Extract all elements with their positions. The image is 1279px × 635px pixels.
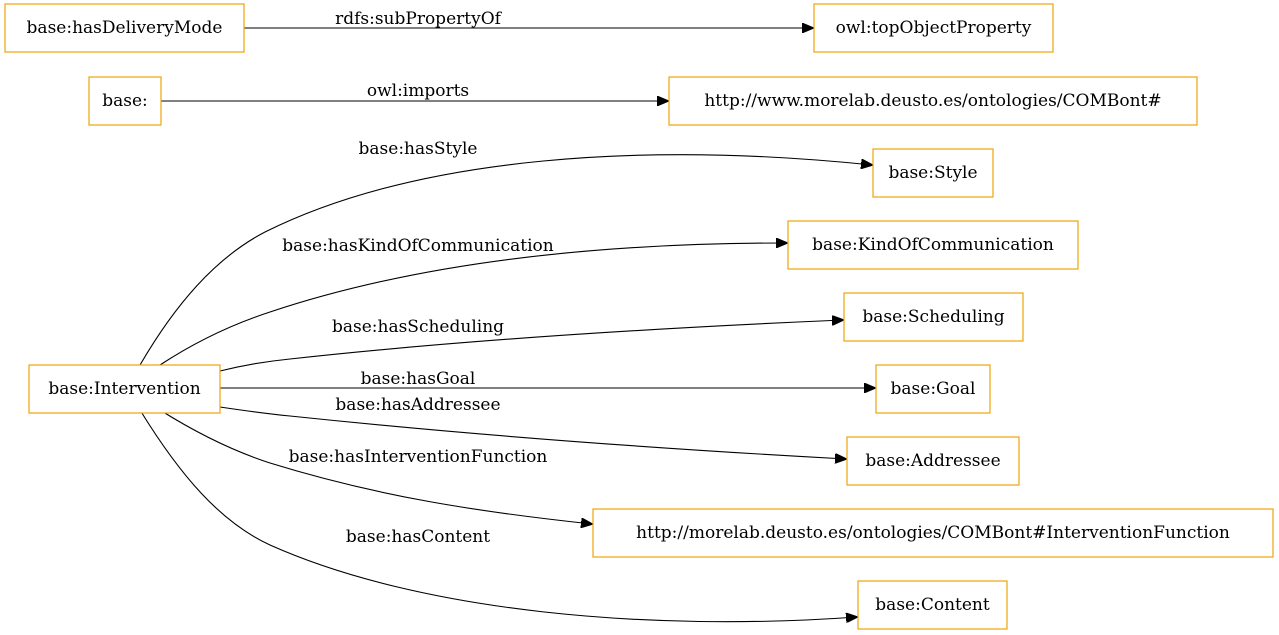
edge-label-has-goal: base:hasGoal	[361, 369, 476, 389]
node-style[interactable]: base:Style	[872, 148, 994, 198]
node-label-content: base:Content	[875, 595, 990, 615]
edge-label-has-scheduling: base:hasScheduling	[332, 317, 504, 337]
node-box	[787, 220, 1079, 270]
edge-label-has-kind-of-communication: base:hasKindOfCommunication	[282, 236, 554, 256]
edge-has-addressee: base:hasAddressee	[219, 395, 846, 459]
node-box	[88, 76, 162, 126]
edge-label-imports: owl:imports	[367, 81, 469, 101]
edge-label-sub-property-of: rdfs:subPropertyOf	[335, 9, 503, 29]
node-label-top-object-property: owl:topObjectProperty	[836, 18, 1032, 38]
node-content[interactable]: base:Content	[857, 580, 1008, 630]
edge-label-has-addressee: base:hasAddressee	[335, 395, 500, 415]
node-label-scheduling: base:Scheduling	[862, 307, 1004, 327]
node-box	[668, 76, 1198, 126]
node-label-kind-of-communication: base:KindOfCommunication	[812, 235, 1054, 255]
edge-line	[139, 154, 872, 366]
node-addressee[interactable]: base:Addressee	[846, 436, 1020, 486]
node-intervention[interactable]: base:Intervention	[28, 364, 221, 414]
edge-has-goal: base:hasGoal	[220, 369, 875, 389]
node-box	[872, 148, 994, 198]
edge-has-intervention-function: base:hasInterventionFunction	[159, 409, 592, 524]
edge-has-content: base:hasContent	[139, 409, 857, 622]
edge-label-has-intervention-function: base:hasInterventionFunction	[289, 447, 548, 467]
node-box	[4, 3, 245, 53]
node-label-base: base:	[102, 91, 148, 111]
node-top-object-property[interactable]: owl:topObjectProperty	[813, 3, 1054, 53]
node-label-intervention-function-uri: http://morelab.deusto.es/ontologies/COMB…	[636, 523, 1230, 543]
node-box	[875, 364, 991, 414]
edge-label-has-content: base:hasContent	[346, 527, 490, 547]
node-label-goal: base:Goal	[891, 379, 976, 399]
node-box	[813, 3, 1054, 53]
node-box	[846, 436, 1020, 486]
node-label-intervention: base:Intervention	[48, 379, 200, 399]
nodes: base:hasDeliveryMode owl:topObjectProper…	[4, 3, 1274, 630]
edge-has-kind-of-communication: base:hasKindOfCommunication	[159, 236, 787, 366]
edge-has-style: base:hasStyle	[139, 139, 872, 366]
node-label-combont-uri: http://www.morelab.deusto.es/ontologies/…	[704, 91, 1161, 111]
node-combont-uri[interactable]: http://www.morelab.deusto.es/ontologies/…	[668, 76, 1198, 126]
node-box	[857, 580, 1008, 630]
edge-line	[139, 409, 857, 622]
node-scheduling[interactable]: base:Scheduling	[843, 292, 1024, 342]
edge-line	[219, 406, 846, 459]
node-has-delivery-mode[interactable]: base:hasDeliveryMode	[4, 3, 245, 53]
edge-label-has-style: base:hasStyle	[359, 139, 478, 159]
node-base[interactable]: base:	[88, 76, 162, 126]
node-kind-of-communication[interactable]: base:KindOfCommunication	[787, 220, 1079, 270]
node-box	[28, 364, 221, 414]
edge-has-scheduling: base:hasScheduling	[219, 317, 843, 372]
node-goal[interactable]: base:Goal	[875, 364, 991, 414]
node-box	[843, 292, 1024, 342]
edge-line	[219, 320, 843, 372]
edge-imports: owl:imports	[161, 81, 668, 101]
node-label-style: base:Style	[888, 163, 977, 183]
edges: rdfs:subPropertyOf owl:imports base:hasS…	[139, 9, 875, 622]
node-intervention-function-uri[interactable]: http://morelab.deusto.es/ontologies/COMB…	[592, 508, 1274, 558]
node-box	[592, 508, 1274, 558]
node-label-addressee: base:Addressee	[865, 451, 1000, 471]
edge-line	[159, 409, 592, 524]
node-label-has-delivery-mode: base:hasDeliveryMode	[27, 18, 223, 38]
edge-sub-property-of: rdfs:subPropertyOf	[244, 9, 813, 29]
edge-line	[159, 243, 787, 366]
